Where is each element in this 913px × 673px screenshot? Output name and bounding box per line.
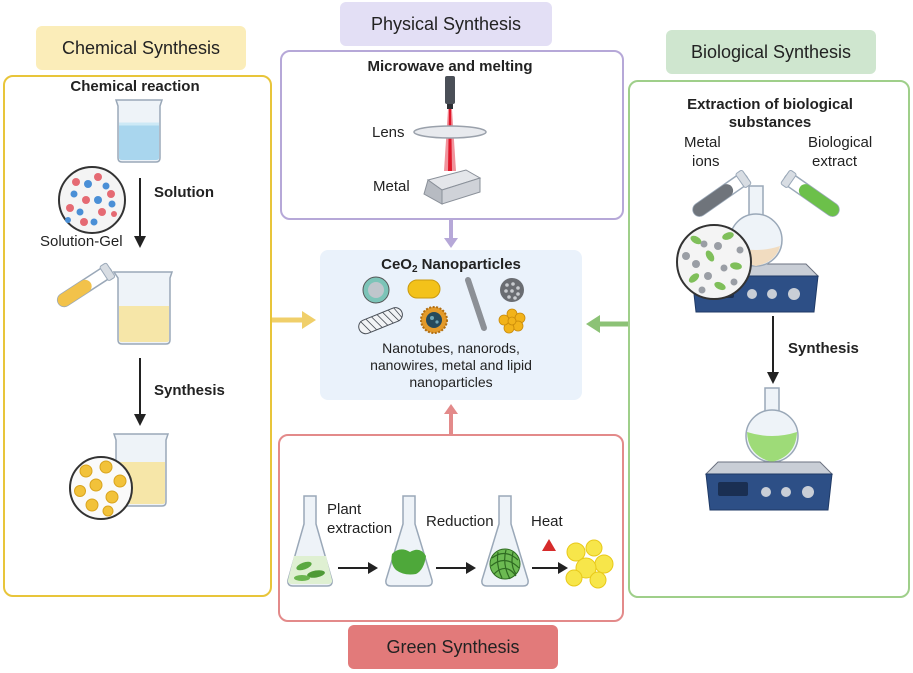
test-tube-yellow-icon <box>56 262 116 308</box>
reduction-label: Reduction <box>426 513 494 530</box>
heat-label: Heat <box>531 513 563 530</box>
biological-particles-icon <box>676 224 752 300</box>
arrow-chemical-synthesis <box>134 358 146 426</box>
plant-extraction-label-1: Plant <box>327 501 362 518</box>
test-tube-metal-icon <box>692 169 752 217</box>
green-synthesis-title: Green Synthesis <box>386 636 520 657</box>
round-flask-green-icon <box>745 387 799 463</box>
flask-nanomesh-icon <box>481 495 529 587</box>
beaker-blue-icon <box>114 99 164 163</box>
arrow-plant-to-reduction <box>338 562 378 574</box>
biological-synthesis-panel <box>628 80 910 598</box>
chemical-synthesis-title: Chemical Synthesis <box>61 37 221 58</box>
arrow-biological-synthesis <box>767 316 779 384</box>
biological-synthesis-label: Synthesis <box>788 340 859 357</box>
lens-label: Lens <box>372 124 405 141</box>
metal-ions-label-1: Metal <box>684 134 721 151</box>
yellow-nanoparticles-icon <box>565 539 614 589</box>
extraction-heading-1: Extraction of biological <box>687 96 853 113</box>
laser-beam-icon <box>444 76 456 171</box>
chemical-synthesis-label: Synthesis <box>154 382 225 399</box>
metal-label: Metal <box>373 178 410 195</box>
arrow-biological-to-center <box>586 315 630 333</box>
arrow-physical-to-center <box>444 220 458 248</box>
solution-gel-label: Solution-Gel <box>40 233 123 250</box>
flask-green-icon <box>385 495 433 587</box>
metal-ingot-icon <box>423 169 482 205</box>
metal-ions-label-2: ions <box>692 153 720 170</box>
ceo2-title: CeO2 Nanoparticles <box>381 256 521 275</box>
nanoparticle-shapes-icon <box>358 276 526 335</box>
green-synthesis-panel <box>278 434 624 622</box>
arrow-green-to-center <box>444 404 458 434</box>
chemical-synthesis-tag: Chemical Synthesis <box>36 26 246 70</box>
biological-extract-label-1: Biological <box>808 134 873 151</box>
hot-plate-stirrer-2-icon <box>704 461 834 511</box>
test-tube-extract-icon <box>780 169 840 217</box>
biological-extract-label-2: extract <box>812 153 858 170</box>
ceo2-desc-line1: Nanotubes, nanorods, <box>382 340 520 356</box>
extraction-heading-2: substances <box>728 114 812 131</box>
plant-extraction-label-2: extraction <box>327 520 393 537</box>
ceo2-desc-line3: nanoparticles <box>409 374 493 390</box>
green-synthesis-tag: Green Synthesis <box>348 625 558 669</box>
microwave-heading: Microwave and melting <box>367 58 533 75</box>
arrow-reduction-to-heat <box>436 562 476 574</box>
biological-synthesis-tag: Biological Synthesis <box>666 30 876 74</box>
physical-synthesis-tag: Physical Synthesis <box>340 2 552 46</box>
lens-icon <box>413 125 487 139</box>
chemical-reaction-heading: Chemical reaction <box>70 78 200 95</box>
arrow-chemical-to-center <box>272 311 316 329</box>
solution-label: Solution <box>154 184 214 201</box>
nanoparticles-yellow-icon <box>69 456 133 520</box>
beaker-yellow-icon <box>112 271 174 345</box>
biological-synthesis-title: Biological Synthesis <box>690 41 852 62</box>
flask-leaves-icon <box>287 495 333 587</box>
ceo2-desc-line2: nanowires, metal and lipid <box>370 357 532 373</box>
heat-triangle-icon <box>542 539 556 551</box>
physical-synthesis-title: Physical Synthesis <box>370 13 522 34</box>
arrow-solution <box>134 178 146 248</box>
solution-particles-icon <box>58 166 126 234</box>
arrow-heat-to-particles <box>532 562 568 574</box>
